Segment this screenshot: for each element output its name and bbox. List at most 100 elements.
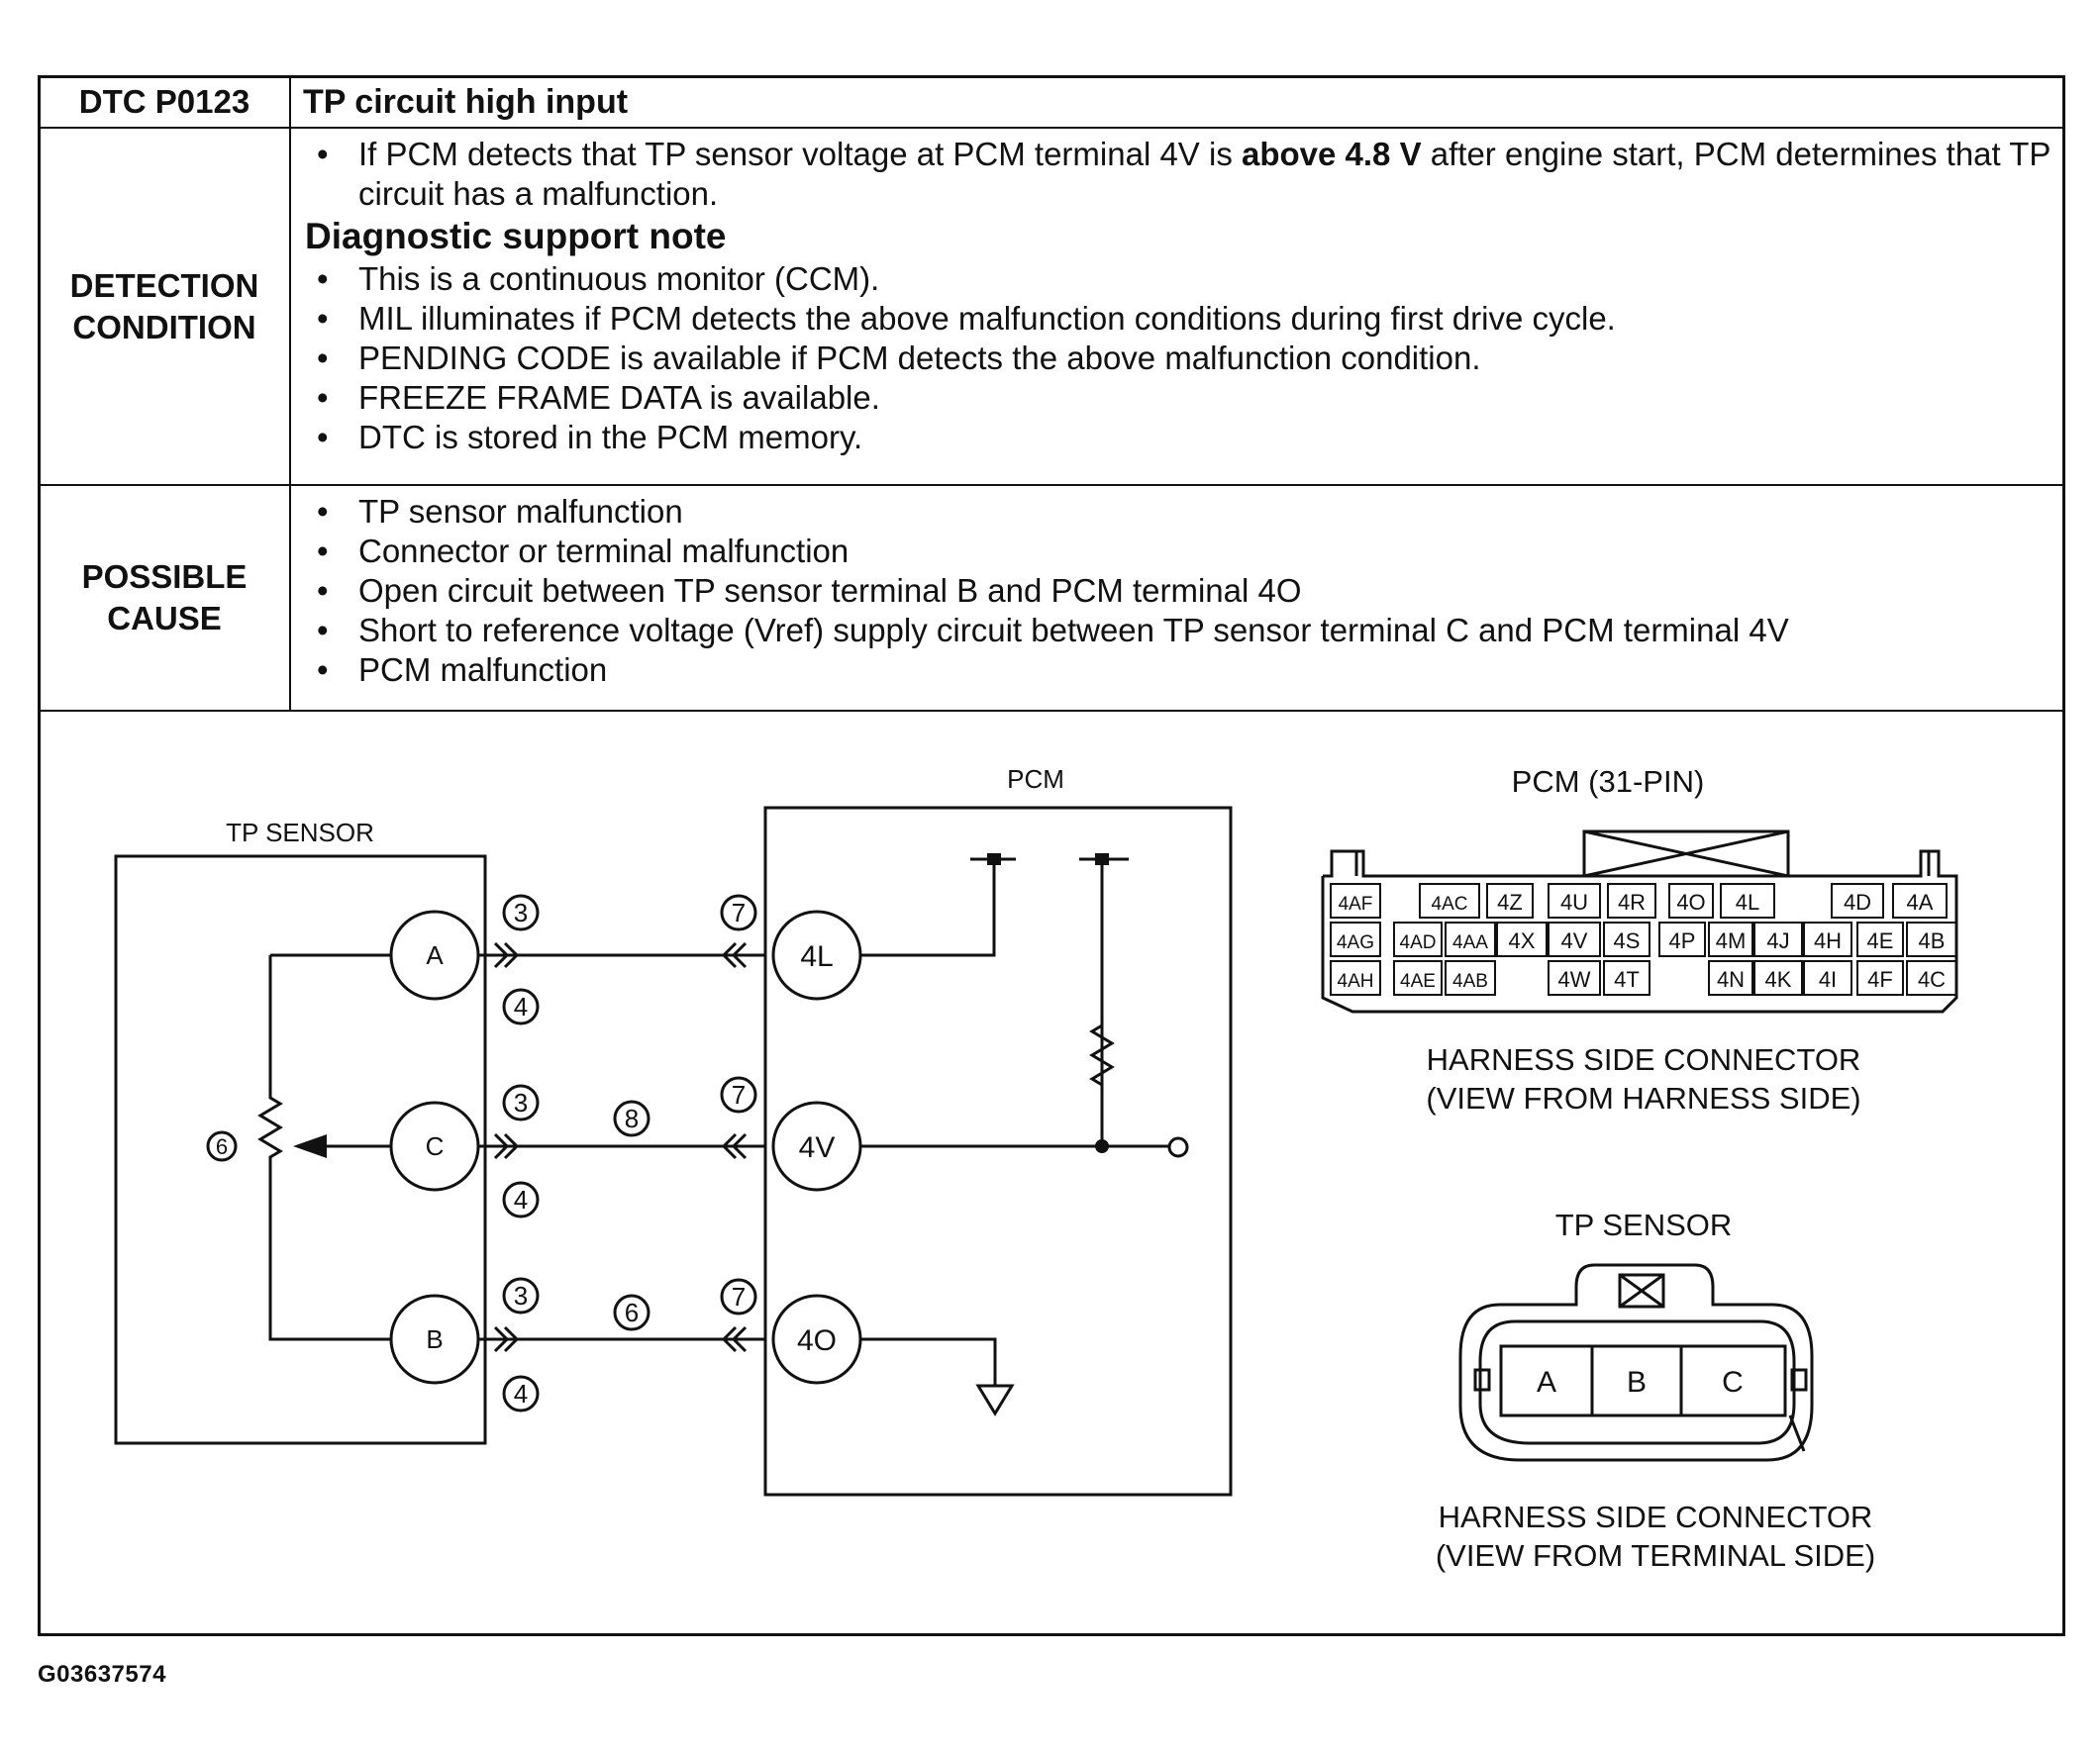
callout-4: 4: [514, 992, 528, 1022]
list-item: FREEZE FRAME DATA is available.: [303, 378, 2051, 418]
pcm-pin-cell: [1393, 960, 1443, 996]
pcm-pin-cell: [1856, 960, 1904, 996]
tp-sensor-box: [114, 854, 487, 1445]
terminal-label: A: [426, 940, 444, 970]
pcm-pin-label: 4A: [1907, 890, 1934, 915]
list-item: PENDING CODE is available if PCM detects…: [303, 339, 2051, 378]
terminal-label: 4O: [797, 1324, 837, 1357]
pcm-pin-cell: [1720, 883, 1775, 919]
cause-body: TP sensor malfunction Connector or termi…: [289, 484, 2065, 712]
pcm-pin-label: 4M: [1716, 928, 1747, 953]
pcm-pin-cell: [1831, 883, 1884, 919]
tp-connector-caption-1: HARNESS SIDE CONNECTOR: [1439, 1500, 1873, 1534]
cause-label: POSSIBLE CAUSE: [38, 484, 291, 712]
pcm-pin-cell: [1419, 883, 1480, 919]
tp-sensor-label: TP SENSOR: [226, 818, 374, 847]
callout-4: 4: [514, 1379, 528, 1409]
pcm-connector-caption-1: HARNESS SIDE CONNECTOR: [1427, 1042, 1861, 1077]
table-header-row: DTC P0123 TP circuit high input: [38, 75, 2065, 129]
list-item: PCM malfunction: [303, 650, 2051, 690]
pcm-pin-cell: [1603, 922, 1650, 957]
pcm-connector-caption-2: (VIEW FROM HARNESS SIDE): [1426, 1081, 1860, 1116]
list-item: Short to reference voltage (Vref) supply…: [303, 611, 2051, 650]
list-item: This is a continuous monitor (CCM).: [303, 259, 2051, 299]
pcm-pin-label: 4F: [1867, 967, 1893, 992]
callout-4: 4: [514, 1185, 528, 1215]
detection-bullet: If PCM detects that TP sensor voltage at…: [303, 135, 2051, 214]
pcm-pin-label: 4U: [1560, 890, 1588, 915]
pcm-pin-label: 4AB: [1452, 971, 1488, 992]
pcm-pin-label: 4AC: [1432, 894, 1468, 915]
tp-connector-body: [1458, 1263, 1814, 1462]
support-notes-list: This is a continuous monitor (CCM). MIL …: [303, 259, 2051, 457]
list-item: DTC is stored in the PCM memory.: [303, 418, 2051, 457]
pcm-pin-cell: [1856, 922, 1904, 957]
diagnostic-support-heading: Diagnostic support note: [305, 216, 727, 256]
callout-3: 3: [514, 1281, 528, 1311]
terminal-label: 4L: [800, 940, 833, 973]
pcm-pin-cell: [1906, 922, 1957, 957]
pcm-pin-label: 4L: [1736, 890, 1759, 915]
pcm-pin-cell: [1393, 922, 1443, 957]
callout-7: 7: [732, 1080, 746, 1110]
pcm-pin-label: 4P: [1669, 928, 1696, 953]
pcm-pin-label: 4D: [1844, 890, 1871, 915]
pcm-pin-label: 4K: [1765, 967, 1792, 992]
pcm-pin-cell: [1753, 922, 1803, 957]
pcm-pin-grid: [1330, 883, 1957, 996]
pcm-pin-label: 4E: [1867, 928, 1894, 953]
pcm-pin-cell: [1906, 960, 1957, 996]
callout-6: 6: [625, 1298, 639, 1327]
pcm-pin-cell: [1496, 922, 1548, 957]
pcm-pin-cell: [1548, 960, 1601, 996]
pcm-pin-label: 4X: [1509, 928, 1536, 953]
pcm-pin-cell: [1658, 922, 1706, 957]
pcm-pin-cell: [1330, 960, 1381, 996]
pcm-label: PCM: [1007, 764, 1064, 794]
dtc-table: DTC P0123 TP circuit high input DETECTIO…: [38, 75, 2065, 712]
pcm-pin-label: 4AA: [1452, 932, 1488, 953]
pcm-pin-cell: [1445, 960, 1496, 996]
pcm-pin-cell: [1708, 922, 1753, 957]
pcm-pin-label: 4S: [1614, 928, 1641, 953]
detection-body: If PCM detects that TP sensor voltage at…: [289, 127, 2065, 486]
tp-terminal-a: A: [1537, 1366, 1556, 1399]
callout-8: 8: [625, 1104, 639, 1133]
pcm-pin-label: 4N: [1717, 967, 1745, 992]
pcm-pin-cell: [1668, 883, 1714, 919]
terminal-label: 4V: [799, 1131, 836, 1164]
pcm-box: [763, 806, 1233, 1497]
tp-terminal-b: B: [1627, 1366, 1647, 1399]
pcm-pin-label: 4AH: [1338, 971, 1374, 992]
pcm-pin-label: 4AD: [1400, 932, 1437, 953]
list-item: Connector or terminal malfunction: [303, 532, 2051, 571]
pcm-pin-cell: [1803, 960, 1852, 996]
pcm-connector-title: PCM (31-PIN): [1512, 764, 1705, 799]
pcm-pin-cell: [1330, 883, 1381, 919]
pcm-pin-label: 4H: [1814, 928, 1842, 953]
callout-7: 7: [732, 1282, 746, 1312]
pcm-pin-label: 4C: [1918, 967, 1946, 992]
pcm-connector-body: [1321, 829, 1958, 1014]
pcm-pin-cell: [1548, 922, 1601, 957]
list-item: MIL illuminates if PCM detects the above…: [303, 299, 2051, 339]
pcm-pin-cell: [1708, 960, 1753, 996]
dtc-code: DTC P0123: [38, 75, 291, 129]
pcm-pin-label: 4W: [1558, 967, 1591, 992]
pcm-pin-label: 4O: [1676, 890, 1705, 915]
pcm-pin-cell: [1603, 960, 1650, 996]
pcm-pin-label: 4AE: [1400, 971, 1436, 992]
list-item: TP sensor malfunction: [303, 492, 2051, 532]
pcm-pin-label: 4J: [1766, 928, 1789, 953]
cause-list: TP sensor malfunction Connector or termi…: [303, 492, 2051, 690]
pcm-pin-cell: [1892, 883, 1948, 919]
pcm-pin-label: 4V: [1561, 928, 1588, 953]
list-item: Open circuit between TP sensor terminal …: [303, 571, 2051, 611]
pcm-pin-label: 4Z: [1497, 890, 1523, 915]
pcm-pin-cell: [1753, 960, 1803, 996]
pcm-pin-label: 4B: [1919, 928, 1946, 953]
pcm-pin-cell: [1330, 922, 1381, 957]
pcm-pin-label: 4R: [1618, 890, 1646, 915]
